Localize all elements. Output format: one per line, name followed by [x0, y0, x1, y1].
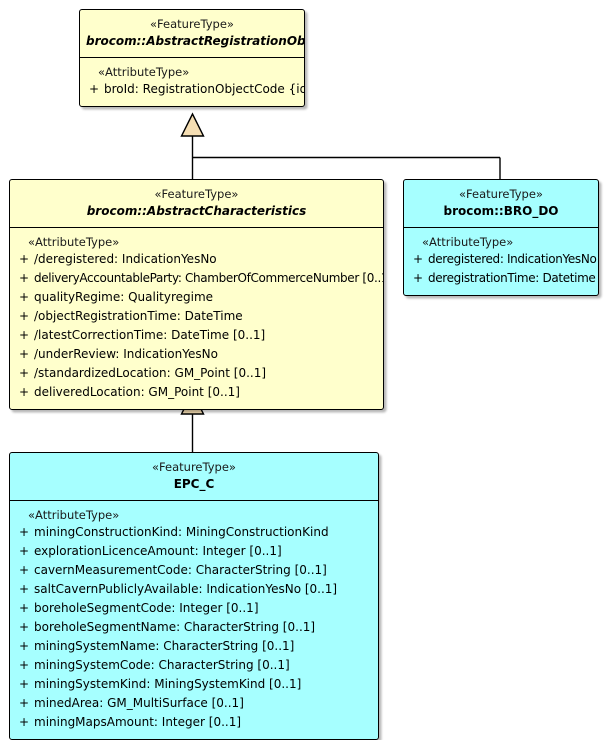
attribute-text: cavernMeasurementCode: CharacterString […	[34, 563, 327, 577]
attribute-row: + minedArea: GM_MultiSurface [0..1]	[14, 694, 374, 713]
class-header: «FeatureType» brocom::BRO_DO	[404, 180, 598, 228]
attribute-text: deregistered: IndicationYesNo	[428, 252, 597, 266]
attribute-text: boreholeSegmentCode: Integer [0..1]	[34, 601, 259, 615]
class-box-epc-c[interactable]: «FeatureType» EPC_C «AttributeType» + mi…	[9, 452, 379, 740]
attribute-text: miningSystemCode: CharacterString [0..1]	[34, 658, 290, 672]
compartment-stereotype: «AttributeType»	[422, 235, 514, 249]
class-box-abstract-characteristics[interactable]: «FeatureType» brocom::AbstractCharacteri…	[9, 179, 384, 410]
visibility-marker: +	[18, 290, 30, 304]
visibility-marker: +	[18, 639, 30, 653]
generalization-registrationobject-shared	[180, 112, 501, 179]
visibility-marker: +	[18, 366, 30, 380]
attribute-text: /underReview: IndicationYesNo	[34, 347, 218, 361]
compartment-stereotype: «AttributeType»	[98, 65, 190, 79]
attribute-text: saltCavernPubliclyAvailable: IndicationY…	[34, 582, 338, 596]
attribute-row: + /deregistered: IndicationYesNo	[14, 250, 379, 269]
attribute-row: + deliveryAccountableParty: ChamberOfCom…	[14, 269, 383, 288]
class-stereotype: «FeatureType»	[154, 187, 239, 201]
class-stereotype: «FeatureType»	[459, 187, 543, 201]
attribute-text: broId: RegistrationObjectCode {id}	[104, 82, 305, 96]
attribute-text: boreholeSegmentName: CharacterString [0.…	[34, 620, 316, 634]
visibility-marker: +	[412, 252, 424, 266]
compartment-stereotype: «AttributeType»	[28, 508, 120, 522]
attribute-text: miningSystemName: CharacterString [0..1]	[34, 639, 295, 653]
class-header: «FeatureType» EPC_C	[10, 453, 378, 501]
class-name: brocom::AbstractRegistrationObject	[86, 34, 305, 48]
visibility-marker: +	[412, 271, 424, 285]
visibility-marker: +	[18, 328, 30, 342]
attribute-row: + deregistered: IndicationYesNo	[408, 250, 597, 269]
attribute-row: + miningSystemCode: CharacterString [0..…	[14, 656, 374, 675]
visibility-marker: +	[18, 563, 30, 577]
visibility-marker: +	[18, 696, 30, 710]
visibility-marker: +	[18, 347, 30, 361]
attribute-row: + qualityRegime: Qualityregime	[14, 288, 379, 307]
class-header: «FeatureType» brocom::AbstractCharacteri…	[10, 180, 383, 228]
visibility-marker: +	[18, 620, 30, 634]
attribute-text: deregistrationTime: Datetime	[428, 271, 596, 285]
attribute-text: qualityRegime: Qualityregime	[34, 290, 214, 304]
attribute-row: + explorationLicenceAmount: Integer [0..…	[14, 542, 374, 561]
attribute-row: + boreholeSegmentCode: Integer [0..1]	[14, 599, 374, 618]
attribute-row: + deregistrationTime: Datetime	[408, 269, 596, 288]
attribute-text: minedArea: GM_MultiSurface [0..1]	[34, 696, 244, 710]
attribute-row: + broId: RegistrationObjectCode {id}	[84, 80, 304, 99]
attribute-text: explorationLicenceAmount: Integer [0..1]	[34, 544, 282, 558]
visibility-marker: +	[18, 601, 30, 615]
attribute-row: + miningSystemKind: MiningSystemKind [0.…	[14, 675, 374, 694]
visibility-marker: +	[18, 271, 30, 285]
attribute-text: miningSystemKind: MiningSystemKind [0..1…	[34, 677, 302, 691]
class-box-abstract-registration-object[interactable]: «FeatureType» brocom::AbstractRegistrati…	[79, 9, 305, 107]
attribute-text: deliveryAccountableParty: ChamberOfComme…	[34, 271, 384, 285]
attribute-text: miningConstructionKind: MiningConstructi…	[34, 525, 329, 539]
attribute-compartment: «AttributeType» + deregistered: Indicati…	[404, 228, 598, 295]
class-box-bro-do[interactable]: «FeatureType» brocom::BRO_DO «AttributeT…	[403, 179, 599, 296]
attribute-row: + boreholeSegmentName: CharacterString […	[14, 618, 374, 637]
visibility-marker: +	[18, 525, 30, 539]
attribute-row: + saltCavernPubliclyAvailable: Indicatio…	[14, 580, 374, 599]
class-name: brocom::AbstractCharacteristics	[86, 204, 307, 218]
visibility-marker: +	[18, 677, 30, 691]
attribute-row: + /objectRegistrationTime: DateTime	[14, 307, 379, 326]
class-header: «FeatureType» brocom::AbstractRegistrati…	[80, 10, 304, 58]
attribute-row: + /standardizedLocation: GM_Point [0..1]	[14, 364, 379, 383]
attribute-compartment: «AttributeType» + miningConstructionKind…	[10, 501, 378, 739]
visibility-marker: +	[18, 544, 30, 558]
visibility-marker: +	[18, 658, 30, 672]
attribute-row: + /latestCorrectionTime: DateTime [0..1]	[14, 326, 379, 345]
attribute-row: + deliveredLocation: GM_Point [0..1]	[14, 383, 379, 402]
class-name: brocom::BRO_DO	[443, 204, 559, 218]
class-name: EPC_C	[173, 477, 215, 491]
attribute-row: + miningSystemName: CharacterString [0..…	[14, 637, 374, 656]
compartment-stereotype: «AttributeType»	[28, 235, 120, 249]
attribute-row: + miningMapsAmount: Integer [0..1]	[14, 713, 374, 732]
visibility-marker: +	[18, 252, 30, 266]
attribute-compartment: «AttributeType» + broId: RegistrationObj…	[80, 58, 304, 106]
visibility-marker: +	[18, 582, 30, 596]
attribute-row: + /underReview: IndicationYesNo	[14, 345, 379, 364]
attribute-row: + miningConstructionKind: MiningConstruc…	[14, 523, 374, 542]
attribute-compartment: «AttributeType» + /deregistered: Indicat…	[10, 228, 383, 409]
class-stereotype: «FeatureType»	[152, 460, 236, 474]
attribute-text: /deregistered: IndicationYesNo	[34, 252, 217, 266]
visibility-marker: +	[18, 715, 30, 729]
attribute-text: /standardizedLocation: GM_Point [0..1]	[34, 366, 267, 380]
attribute-text: deliveredLocation: GM_Point [0..1]	[34, 385, 240, 399]
attribute-text: /latestCorrectionTime: DateTime [0..1]	[34, 328, 266, 342]
class-stereotype: «FeatureType»	[150, 17, 234, 31]
visibility-marker: +	[88, 82, 100, 96]
attribute-text: miningMapsAmount: Integer [0..1]	[34, 715, 242, 729]
visibility-marker: +	[18, 385, 30, 399]
attribute-text: /objectRegistrationTime: DateTime	[34, 309, 243, 323]
generalization-triangle-icon	[180, 112, 205, 137]
visibility-marker: +	[18, 309, 30, 323]
attribute-row: + cavernMeasurementCode: CharacterString…	[14, 561, 374, 580]
